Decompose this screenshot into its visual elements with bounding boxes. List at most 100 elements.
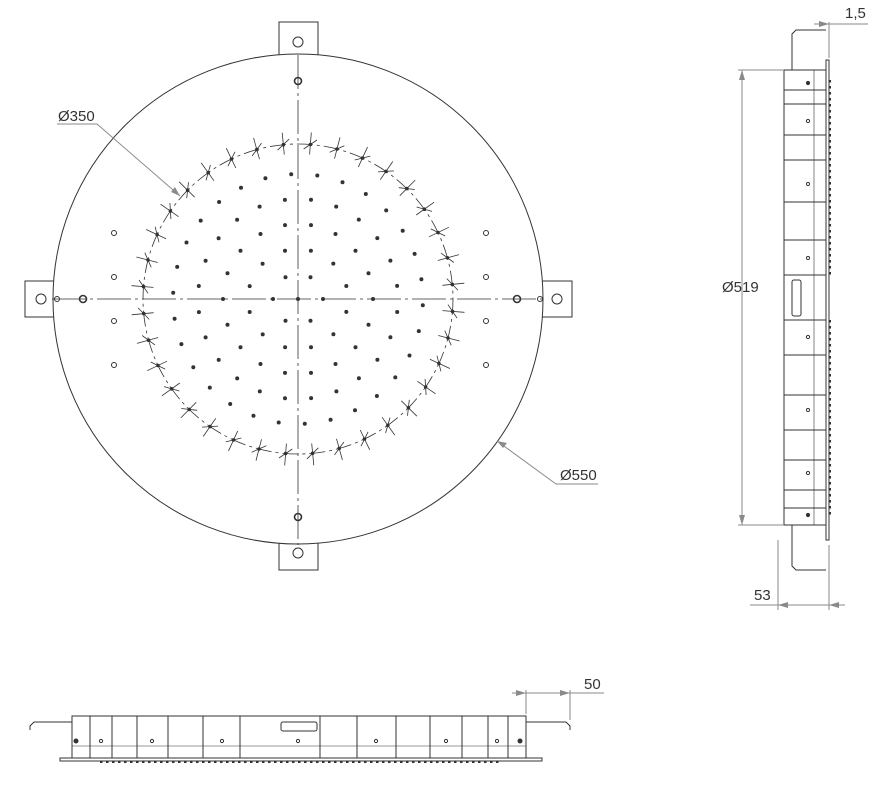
mounting-tab-left	[24, 280, 72, 318]
bottom-nozzle-stub	[430, 761, 433, 763]
side-nozzle-stub	[829, 254, 831, 257]
ring-marker	[147, 360, 168, 372]
side-nozzle-stub	[829, 410, 831, 413]
bottom-nozzle-stub	[280, 761, 283, 763]
ring-marker	[251, 137, 262, 160]
side-nozzle-stub	[829, 326, 831, 329]
outer-hole	[483, 362, 489, 368]
nozzle-dot	[388, 258, 393, 263]
side-hole	[805, 255, 811, 261]
nozzle-dot	[257, 204, 262, 209]
bottom-slot	[280, 721, 318, 732]
nozzle-dot	[309, 197, 313, 202]
ring-marker	[180, 402, 198, 419]
bottom-nozzle-stub	[448, 761, 451, 763]
side-nozzle-stub	[829, 332, 831, 335]
arrow-53-right	[829, 602, 839, 608]
bottom-nozzle-stub	[238, 761, 241, 763]
nozzle-dot	[309, 370, 313, 375]
side-nozzle-stub	[829, 86, 831, 89]
nozzle-pattern	[171, 172, 425, 426]
bottom-nozzle-stub	[292, 761, 295, 763]
nozzle-dot	[340, 180, 345, 185]
nozzle-dot	[353, 408, 357, 413]
arrow-15	[819, 21, 829, 27]
dimension-label-519: Ø519	[722, 279, 759, 296]
bottom-nozzle-stub	[466, 761, 469, 763]
side-dimensions	[738, 21, 868, 610]
ring-marker	[201, 418, 219, 437]
side-nozzle-stub	[829, 116, 831, 119]
nozzle-ring	[142, 143, 454, 455]
nozzle-dot	[196, 310, 201, 315]
bottom-hole	[98, 738, 104, 744]
mounting-tab-bottom	[278, 527, 319, 571]
nozzle-dot	[196, 284, 201, 288]
nozzle-dot	[216, 236, 221, 241]
ring-marker	[131, 279, 154, 294]
bottom-nozzle-stub	[346, 761, 349, 763]
side-hole	[805, 181, 811, 187]
nozzle-dot	[283, 318, 288, 323]
side-nozzle-stub	[829, 422, 831, 425]
side-nozzle-stub	[829, 392, 831, 395]
arrow-519-top	[739, 70, 745, 80]
bottom-hole	[494, 738, 500, 744]
side-nozzle-stub	[829, 512, 831, 515]
side-nozzle-stub	[829, 356, 831, 359]
bottom-nozzle-stub	[424, 761, 427, 763]
ring-marker	[428, 226, 449, 238]
bottom-nozzle-stub	[100, 761, 103, 763]
side-nozzle-stub	[829, 338, 831, 341]
bottom-hole	[443, 738, 449, 744]
bottom-plate	[59, 757, 543, 762]
nozzle-dot	[217, 200, 222, 204]
fixing-hole-right	[512, 294, 522, 304]
nozzle-dot	[239, 185, 243, 190]
side-nozzle-stub	[829, 506, 831, 509]
nozzle-dot	[363, 192, 368, 196]
side-nozzle-stub	[829, 272, 831, 275]
bottom-nozzle-stub	[208, 761, 211, 763]
ring-marker	[437, 252, 460, 263]
bottom-nozzle-stub	[178, 761, 181, 763]
nozzle-dot	[258, 362, 263, 366]
bottom-nozzle-stub	[112, 761, 115, 763]
bottom-nozzle-stub	[268, 761, 271, 763]
ring-marker	[161, 382, 181, 397]
nozzle-dot	[328, 417, 333, 422]
bottom-nozzle-stub	[142, 761, 145, 763]
nozzle-dot	[366, 322, 371, 327]
nozzle-dot	[419, 277, 424, 282]
mounting-tab-right	[525, 280, 573, 318]
front-dimensions	[57, 123, 598, 485]
ring-marker	[131, 307, 154, 320]
nozzle-dot	[353, 345, 358, 350]
bottom-view	[29, 715, 571, 762]
side-nozzle-stub	[829, 158, 831, 161]
bottom-nozzle-stub	[262, 761, 265, 763]
side-nozzle-stub	[829, 428, 831, 431]
ring-marker	[334, 438, 345, 461]
ring-marker	[225, 148, 237, 169]
outer-hole	[111, 274, 117, 280]
bottom-nozzle-stub	[436, 761, 439, 763]
nozzle-dot	[283, 345, 288, 350]
bottom-nozzle-stub	[124, 761, 127, 763]
nozzle-dot	[309, 396, 314, 401]
side-nozzle-stub	[829, 476, 831, 479]
side-nozzle-stub	[829, 416, 831, 419]
nozzle-dot	[400, 228, 405, 233]
nozzle-dot	[412, 251, 417, 256]
side-hole	[805, 470, 811, 476]
leader-350	[57, 123, 181, 197]
outer-hole	[537, 296, 543, 302]
side-nozzle-stub	[829, 128, 831, 131]
side-nozzle-stub	[829, 188, 831, 191]
bottom-hole	[373, 738, 379, 744]
ring-marker	[200, 162, 215, 182]
side-nozzle-stub	[829, 92, 831, 95]
side-nozzle-stub	[829, 110, 831, 113]
nozzle-dot	[302, 421, 307, 426]
outer-hole	[111, 318, 117, 324]
